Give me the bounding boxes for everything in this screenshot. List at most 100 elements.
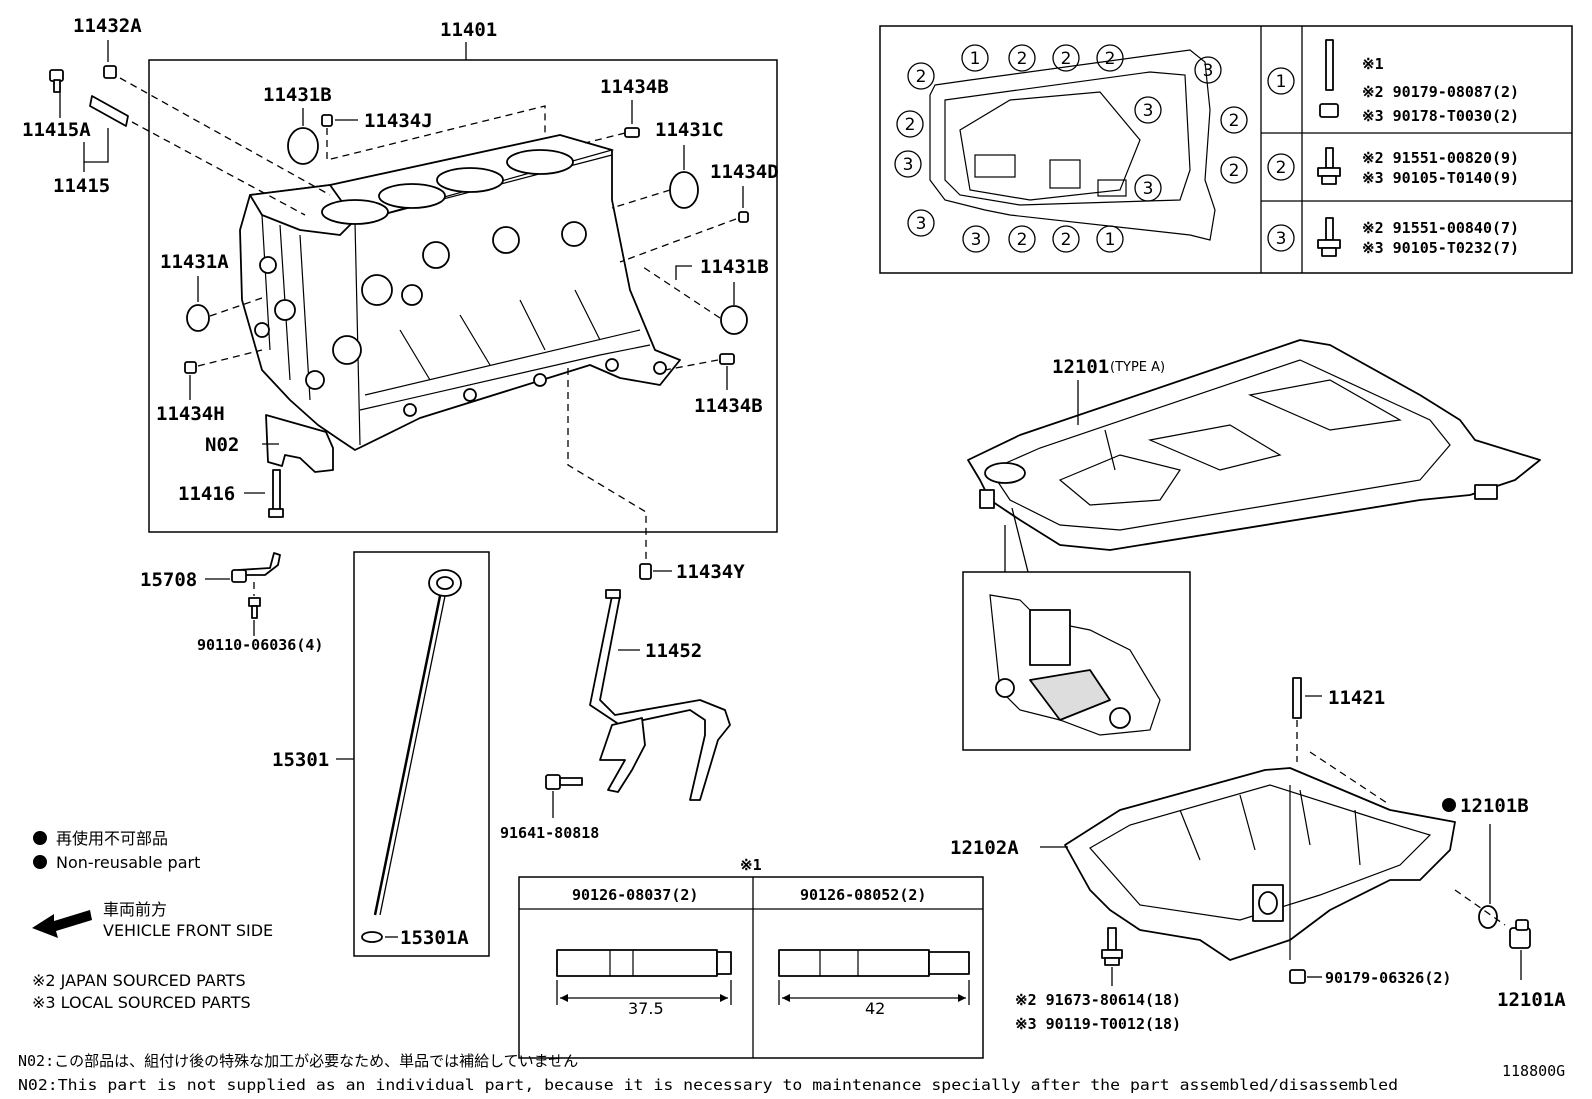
plug-11431B-top <box>287 127 319 165</box>
label-11431B-top: 11431B <box>263 84 332 106</box>
seal-11431A <box>186 304 210 332</box>
nonreusable-dot-12101B <box>1442 798 1456 812</box>
nonreusable-bullet-en <box>33 855 47 869</box>
bolt-90110 <box>248 597 261 619</box>
gasket-numbers: 1 2 2 2 2 2 3 3 3 2 2 1 3 3 3 2 2 <box>894 44 1248 253</box>
label-11434D: 11434D <box>710 161 779 183</box>
nut-90179 <box>1289 969 1306 984</box>
label-91673: ※2 91673-80614(18) <box>1015 991 1181 1009</box>
legend-front-en: VEHICLE FRONT SIDE <box>103 921 273 940</box>
label-11431A: 11431A <box>160 251 229 273</box>
oring-15301A <box>361 931 383 943</box>
bolt-91641 <box>545 774 583 790</box>
svg-text:90126-08052(2): 90126-08052(2) <box>800 886 926 904</box>
dipstick-frame <box>353 551 490 957</box>
svg-text:1: 1 <box>970 49 981 69</box>
svg-text:※3 90105-T0140(9): ※3 90105-T0140(9) <box>1362 169 1519 187</box>
bolt-table-row-2: 2 ※2 91551-00820(9) ※3 90105-T0140(9) <box>1267 147 1519 187</box>
label-15301A: 15301A <box>400 927 469 949</box>
plug-11431C <box>669 171 699 209</box>
label-12102A: 12102A <box>950 837 1019 859</box>
svg-text:37.5: 37.5 <box>628 999 664 1018</box>
dipstick-15301 <box>373 569 462 916</box>
label-91641: 91641-80818 <box>500 824 599 842</box>
stud-90126-08052: 42 <box>778 949 970 1018</box>
label-12101A: 12101A <box>1497 989 1566 1011</box>
legend-japan-sourced: ※2 JAPAN SOURCED PARTS <box>32 971 246 990</box>
gasket-12101B <box>1478 905 1498 929</box>
label-11415A: 11415A <box>22 119 91 141</box>
svg-text:2: 2 <box>1229 111 1240 131</box>
label-15708: 15708 <box>140 569 197 591</box>
stud-table-mark: ※1 <box>740 856 762 874</box>
label-11421: 11421 <box>1328 687 1385 709</box>
svg-text:2: 2 <box>1229 161 1240 181</box>
label-n02: N02 <box>205 434 239 456</box>
label-90119: ※3 90119-T0012(18) <box>1015 1015 1181 1033</box>
label-11434B-mid: 11434B <box>694 395 763 417</box>
detail-inset-box <box>962 571 1191 751</box>
bearing-cap-n02 <box>265 414 334 473</box>
svg-text:※3 90178-T0030(2): ※3 90178-T0030(2) <box>1362 107 1519 125</box>
label-11431B-mid: 11431B <box>700 256 769 278</box>
svg-text:※2 91551-00840(7): ※2 91551-00840(7) <box>1362 219 1519 237</box>
oil-pan-upper-12101 <box>967 339 1541 551</box>
svg-text:2: 2 <box>1061 49 1072 69</box>
label-11416: 11416 <box>178 483 235 505</box>
svg-text:2: 2 <box>1017 49 1028 69</box>
vehicle-front-arrow-icon <box>32 910 92 938</box>
svg-text:3: 3 <box>916 214 927 234</box>
nonreusable-bullet-jp <box>33 831 47 845</box>
pin-11434D <box>738 211 749 223</box>
legend-local-sourced: ※3 LOCAL SOURCED PARTS <box>32 993 251 1012</box>
svg-text:※2 91551-00820(9): ※2 91551-00820(9) <box>1362 149 1519 167</box>
label-12101: 12101 <box>1052 356 1109 378</box>
label-11452: 11452 <box>645 640 702 662</box>
pipe-11415 <box>89 95 129 127</box>
gauge-guide-11452 <box>589 589 731 801</box>
bolt-91673 <box>1101 927 1123 966</box>
bolt-table-row-3: 3 ※2 91551-00840(7) ※3 90105-T0232(7) <box>1267 217 1519 257</box>
legend-nonreuse-jp: 再使用不可部品 <box>56 829 168 848</box>
drain-plug-12101A <box>1509 919 1531 949</box>
oil-pan-outline-topview <box>929 49 1216 241</box>
svg-text:3: 3 <box>971 230 982 250</box>
pin-11434B-top <box>624 127 640 138</box>
svg-text:3: 3 <box>1276 229 1287 249</box>
svg-text:1: 1 <box>1276 72 1287 92</box>
svg-text:3: 3 <box>1143 101 1154 121</box>
stud-90126-08037: 37.5 <box>556 949 732 1018</box>
legend-front-jp: 車両前方 <box>103 900 167 919</box>
svg-text:3: 3 <box>1143 179 1154 199</box>
bolt-layout-box <box>879 25 1573 274</box>
label-90179: 90179-06326(2) <box>1325 969 1451 987</box>
note-jp: N02:この部品は、組付け後の特殊な加工が必要なため、単品では補給していません <box>18 1052 578 1070</box>
svg-text:※3 90105-T0232(7): ※3 90105-T0232(7) <box>1362 239 1519 257</box>
cylinder-block-drawing <box>239 134 681 451</box>
label-11401: 11401 <box>440 19 497 41</box>
stud-11421 <box>1292 677 1302 719</box>
detail-oil-strainer <box>989 594 1161 736</box>
svg-text:2: 2 <box>1017 230 1028 250</box>
svg-text:2: 2 <box>905 115 916 135</box>
svg-text:※1: ※1 <box>1362 55 1384 73</box>
svg-text:3: 3 <box>1203 61 1214 81</box>
engine-block-frame <box>148 59 778 533</box>
svg-text:2: 2 <box>1061 230 1072 250</box>
pin-11434H <box>184 361 197 374</box>
stud-table: 90126-08037(2) 90126-08052(2) 37.5 42 <box>518 876 984 1059</box>
svg-text:※2 90179-08087(2): ※2 90179-08087(2) <box>1362 83 1519 101</box>
label-12101B: 12101B <box>1460 795 1529 817</box>
plug-11432A <box>103 65 117 79</box>
svg-text:2: 2 <box>916 67 927 87</box>
legend-nonreuse-en: Non-reusable part <box>56 853 200 872</box>
svg-text:2: 2 <box>1105 49 1116 69</box>
label-11434J: 11434J <box>364 110 433 132</box>
label-11431C: 11431C <box>655 119 724 141</box>
pin-11434J <box>321 114 333 127</box>
seal-11431B-mid <box>720 305 748 335</box>
pin-11434Y <box>639 563 652 580</box>
pin-11434B-mid <box>719 353 735 365</box>
label-15301: 15301 <box>272 749 329 771</box>
note-en: N02:This part is not supplied as an indi… <box>18 1076 1398 1094</box>
